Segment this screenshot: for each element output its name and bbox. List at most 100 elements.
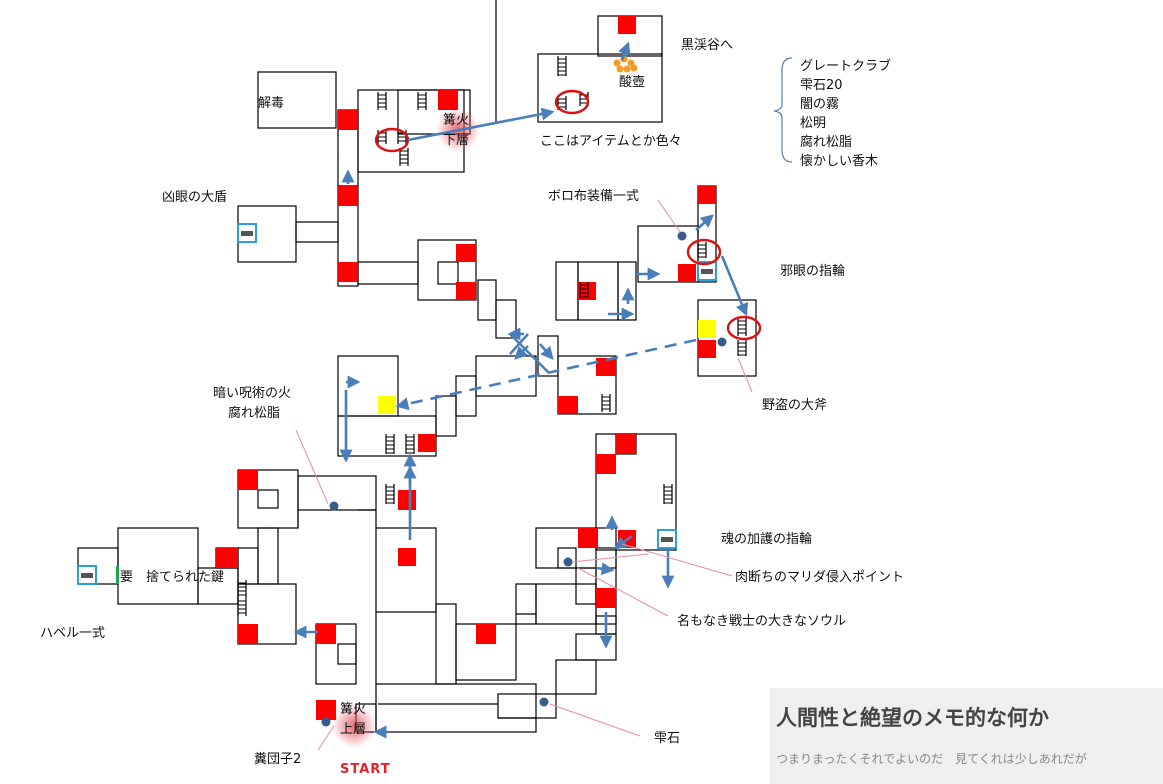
item-list-entry: 松明 [800,116,827,131]
room-wall [117,527,199,605]
label-gedoku: 解毒 [258,96,285,111]
bonfire-marker [596,454,616,474]
label-kaname: 要 [120,570,134,585]
shortcut-door-icon [77,565,97,585]
bonfire-marker [456,244,476,262]
item-list-entry: 闇の霧 [800,97,840,112]
route-arrow [509,333,549,373]
bonfire-marker [338,110,358,130]
label-soul-ring: 魂の加護の指輪 [721,532,813,547]
item-dot-icon [329,501,339,511]
room-wall [435,603,457,685]
leader-line [737,357,753,393]
list-bracket [773,57,793,163]
label-droplet-stone: 雫石 [654,731,681,746]
highlight-circle [554,89,590,115]
highlight-circle [726,315,762,341]
room-wall [237,547,259,585]
leader-line [571,553,649,563]
route-arrow [514,345,529,360]
label-bonfire-top-1: 篝火 [443,113,470,128]
blog-title[interactable]: 人間性と絶望のメモ的な何か [776,706,1049,730]
item-dot-icon [539,697,549,707]
bonfire-marker [216,548,238,568]
label-large-soul: 名もなき戦士の大きなソウル [677,614,847,629]
room-wall [497,693,557,719]
ladder-icon [405,434,415,454]
label-dung-pie: 糞団子2 [254,752,302,767]
item-dot-icon [563,557,573,567]
leader-line [317,725,335,751]
item-dot-icon [717,337,727,347]
room-wall [495,299,517,339]
ladder-icon [237,598,247,616]
route-arrows [293,41,749,739]
leader-line [295,429,329,505]
bonfire-marker [398,548,416,566]
map-walls [77,0,757,733]
ladder-icon [385,434,395,454]
route-arrow [618,41,631,61]
gate-marker [116,566,119,584]
ladder-icon [377,92,387,110]
label-acid-pot: 酸壺 [619,75,646,90]
bonfire-marker [418,434,436,452]
shortcut-door-icon [237,223,257,243]
room-wall [337,643,357,665]
route-arrow [613,534,633,550]
route-arrow-dashed [395,338,697,411]
acid-orb [616,65,624,73]
room-wall [417,239,477,301]
bonfire-glow [332,704,376,748]
room-wall [435,395,457,437]
bonfire-marker [596,588,616,608]
label-bandit-axe: 野盗の大斧 [762,398,828,413]
ladder-icon [663,484,673,504]
label-items-here: ここはアイテムとか色々 [540,134,682,149]
bonfire-marker [698,340,716,358]
item-list-entry: 懐かしい香木 [800,154,879,169]
room-wall [257,71,337,129]
route-arrow [720,255,749,317]
bonfire-marker [616,434,636,454]
bonfire-marker [238,624,258,644]
bonfire-marker [596,358,616,376]
label-discarded-key: 捨てられた鍵 [146,570,225,585]
acid-orb [630,64,638,72]
label-to-black-gulch: 黒渓谷へ [681,38,734,53]
bonfire-marker [398,490,416,510]
highlight-circle [374,127,410,153]
room-wall [557,355,617,415]
bonfire-marker [338,262,358,282]
ladder-icon [557,56,567,76]
ladder-icon [397,130,407,144]
label-start: START [340,762,391,777]
blog-subtitle: つまりまったくそれでよいのだ 見てくれは少しあれだが [776,752,1087,766]
room-wall [477,279,497,321]
leader-line [621,543,733,577]
room-wall [257,489,279,509]
shortcut-door-icon [697,261,717,281]
room-wall [557,547,577,569]
bonfire-marker [578,282,596,300]
room-wall [537,335,559,377]
room-wall [515,583,537,625]
label-bonfire-bottom-2: 上層 [340,722,367,737]
blog-banner[interactable]: 人間性と絶望のメモ的な何か つまりまったくそれでよいのだ 見てくれは少しあれだが [770,688,1163,784]
fog-gate-icon [378,396,396,414]
item-list-entry: 腐れ松脂 [800,135,853,150]
acid-orb [613,59,621,67]
ladder-icon [417,92,427,110]
room-wall [357,261,419,285]
leader-line [657,199,681,233]
room-wall [295,221,339,243]
room-wall [437,261,459,285]
bonfire-marker [476,624,496,644]
route-arrow [539,343,554,360]
bonfire-marker [456,282,476,300]
acid-orb [623,65,631,73]
item-list-entry: 雫石20 [800,78,843,93]
highlight-circle [686,238,722,266]
